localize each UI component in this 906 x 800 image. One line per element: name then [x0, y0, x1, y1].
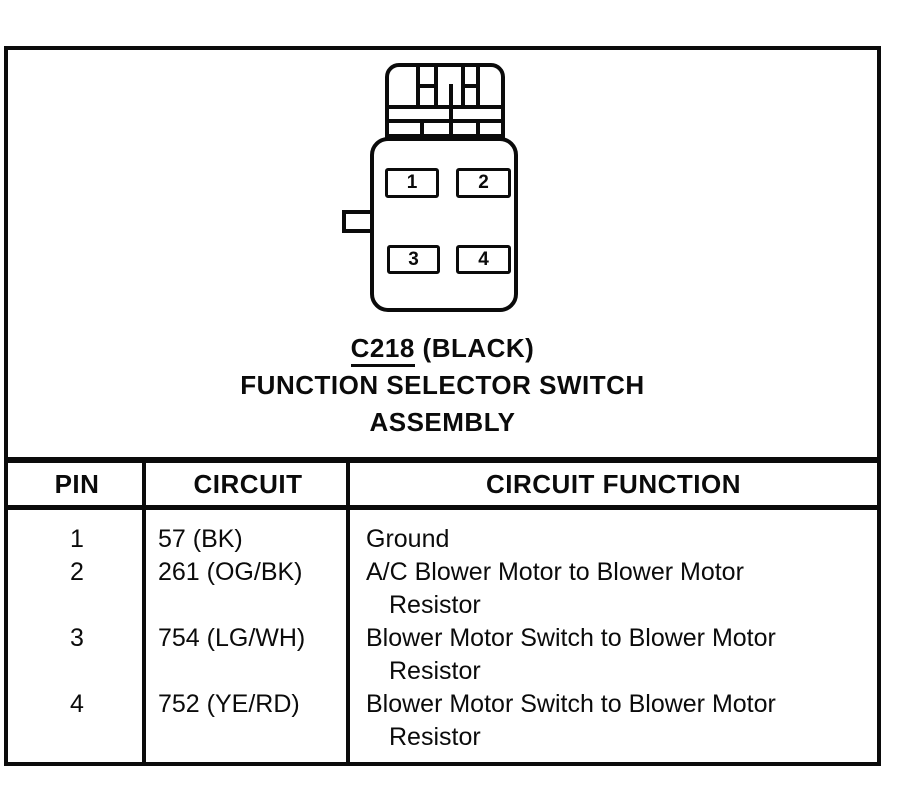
header-circuit-function: CIRCUIT FUNCTION	[486, 468, 741, 499]
function-text-continued: Resistor	[389, 591, 481, 619]
connector-color: (BLACK)	[422, 333, 535, 363]
function-text: A/C Blower Motor to Blower Motor	[366, 558, 744, 586]
table-row: 4 752 (YE/RD) Blower Motor Switch to Blo…	[8, 688, 877, 754]
connector-body: 1 2 3 4	[370, 137, 518, 312]
function-cell: A/C Blower Motor to Blower Motor Resisto…	[350, 556, 877, 622]
pin-cell: 4	[70, 690, 84, 718]
pin-number: 4	[478, 248, 489, 270]
pin-cavity-4: 4	[456, 245, 511, 274]
connector-caption: C218 (BLACK) FUNCTION SELECTOR SWITCH AS…	[8, 330, 877, 441]
pin-cavity-3: 3	[387, 245, 440, 274]
connector-id: C218	[350, 333, 415, 367]
lock-slot-line	[449, 121, 453, 134]
circuit-cell: 754 (LG/WH)	[158, 624, 306, 652]
lock-grid-line	[389, 119, 501, 123]
function-text: Ground	[366, 525, 450, 553]
connector-id-line: C218 (BLACK)	[8, 330, 877, 367]
pin-cavity-2: 2	[456, 168, 511, 198]
table-row: 2 261 (OG/BK) A/C Blower Motor to Blower…	[8, 556, 877, 622]
pin-number: 3	[408, 248, 419, 270]
pinout-table: PIN CIRCUIT CIRCUIT FUNCTION 1 57 (BK) G…	[8, 457, 877, 762]
lock-slot-crossbar	[461, 84, 480, 88]
circuit-cell: 752 (YE/RD)	[158, 690, 300, 718]
function-cell: Blower Motor Switch to Blower Motor Resi…	[350, 622, 877, 688]
column-divider	[346, 463, 350, 762]
pin-cell: 1	[70, 525, 84, 553]
pin-cell: 2	[70, 558, 84, 586]
pin-number: 1	[406, 172, 418, 193]
function-cell: Ground	[350, 523, 877, 556]
lock-slot-crossbar	[416, 84, 438, 88]
function-text-continued: Resistor	[389, 657, 481, 685]
circuit-cell: 261 (OG/BK)	[158, 558, 303, 586]
header-circuit: CIRCUIT	[193, 468, 303, 499]
function-text-continued: Resistor	[389, 723, 481, 751]
lock-slot-line	[420, 121, 424, 134]
table-body: 1 57 (BK) Ground 2 261 (OG/BK) A/C Blowe…	[8, 510, 877, 754]
lock-slot-line	[449, 84, 453, 123]
table-row: 3 754 (LG/WH) Blower Motor Switch to Blo…	[8, 622, 877, 688]
pin-number: 2	[478, 172, 489, 193]
table-header-row: PIN CIRCUIT CIRCUIT FUNCTION	[8, 463, 877, 510]
lock-slot-line	[476, 121, 480, 134]
diagram-frame: 1 2 3 4 C218 (BLACK) FUNCTION SELECTOR	[4, 46, 881, 766]
table-row: 1 57 (BK) Ground	[8, 523, 877, 556]
pin-cavity-1: 1	[385, 168, 439, 198]
connector-name-line2: ASSEMBLY	[369, 407, 516, 437]
column-divider	[142, 463, 146, 762]
pin-cell: 3	[70, 624, 84, 652]
circuit-cell: 57 (BK)	[158, 525, 243, 553]
function-text: Blower Motor Switch to Blower Motor	[366, 624, 776, 652]
connector-name-line1: FUNCTION SELECTOR SWITCH	[240, 370, 645, 400]
function-text: Blower Motor Switch to Blower Motor	[366, 690, 776, 718]
lock-grid-line	[389, 105, 501, 109]
connector-lock-section	[385, 63, 505, 138]
function-cell: Blower Motor Switch to Blower Motor Resi…	[350, 688, 877, 754]
header-pin: PIN	[54, 468, 100, 499]
